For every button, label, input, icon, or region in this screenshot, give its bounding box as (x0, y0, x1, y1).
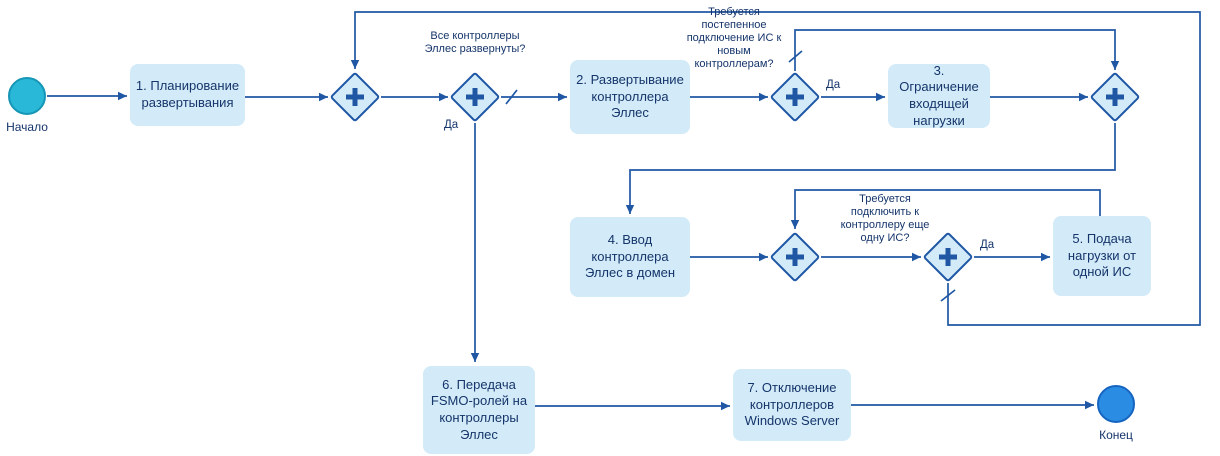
task-1-planning[interactable]: 1. Планирование развертывания (130, 64, 245, 126)
task-2-label: 2. Развертывание контроллера Эллес (576, 72, 684, 121)
question-all-deployed: Все контроллеры Эллес развернуты? (424, 30, 526, 55)
plus-icon (459, 81, 491, 113)
task-4-join-domain[interactable]: 4. Ввод контроллера Эллес в домен (570, 217, 690, 297)
task-1-label: 1. Планирование развертывания (135, 78, 240, 110)
default-flow-marker-3 (940, 289, 956, 302)
task-5-label: 5. Подача нагрузки от одной ИС (1067, 231, 1137, 280)
edge-task5-loop-to-gateway5 (790, 189, 1101, 229)
end-event-label: Конец (1099, 428, 1133, 442)
task-2-deploy-controller[interactable]: 2. Развертывание контроллера Эллес (570, 60, 690, 134)
task-4-label: 4. Ввод контроллера Эллес в домен (584, 232, 676, 281)
question-one-more-is: Требуется подключить к контроллеру еще о… (840, 193, 930, 244)
start-event[interactable] (8, 77, 46, 115)
label-yes-gateway2: Да (444, 119, 459, 131)
label-yes-gateway6: Да (980, 239, 995, 251)
task-3-limit-load[interactable]: 3. Ограничение входящей нагрузки (888, 62, 990, 128)
task-6-label: 6. Передача FSMO-ролей на контроллеры Эл… (430, 376, 528, 442)
edge-gateway4-to-task4 (625, 123, 1116, 214)
plus-icon (779, 81, 811, 113)
default-flow-marker-2 (788, 50, 803, 63)
edge-gateway6-loop-to-gateway1 (350, 11, 1201, 326)
start-event-label: Начало (6, 120, 48, 134)
task-6-transfer-fsmo[interactable]: 6. Передача FSMO-ролей на контроллеры Эл… (423, 366, 535, 454)
plus-icon (779, 241, 811, 273)
default-flow-marker-1 (505, 89, 518, 105)
task-3-label: 3. Ограничение входящей нагрузки (899, 62, 979, 128)
edge-gateway3-bypass-to-gateway4 (794, 29, 1120, 71)
plus-icon (932, 241, 964, 273)
question-gradual-connection: Требуется постепенное подключение ИС к н… (686, 6, 782, 70)
task-5-apply-load[interactable]: 5. Подача нагрузки от одной ИС (1053, 216, 1151, 296)
end-event[interactable] (1097, 385, 1135, 423)
task-7-shutdown-windows[interactable]: 7. Отключение контроллеров Windows Serve… (733, 369, 851, 441)
plus-icon (1099, 81, 1131, 113)
plus-icon (339, 81, 371, 113)
label-yes-gateway3: Да (826, 79, 841, 91)
task-7-label: 7. Отключение контроллеров Windows Serve… (744, 380, 840, 429)
